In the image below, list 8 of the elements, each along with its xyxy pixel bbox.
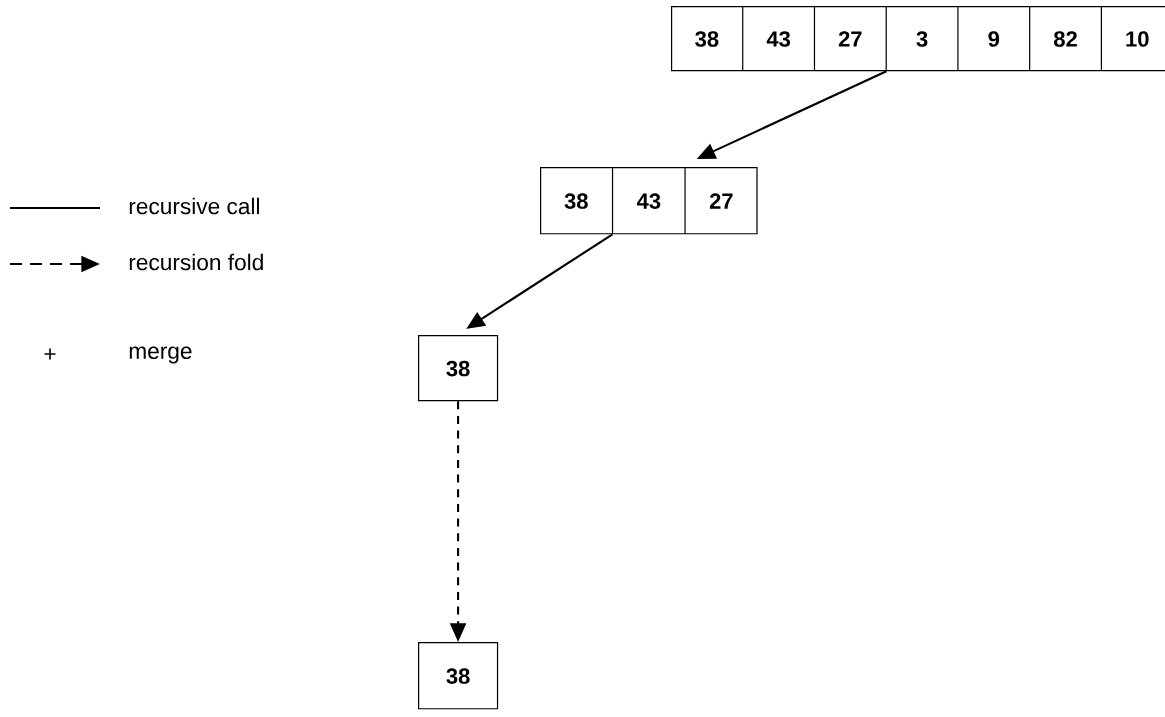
legend-text: recursive call xyxy=(129,197,259,215)
array-box: 38 43 27 xyxy=(540,167,758,235)
array-box: 38 xyxy=(418,642,499,710)
legend-text: merge xyxy=(129,346,192,364)
legend-text: recursion fold xyxy=(129,253,263,271)
legend-symbol: + xyxy=(44,348,56,360)
array-box: 38 43 27 3 9 82 10 xyxy=(671,6,1165,72)
array-box: 38 xyxy=(418,335,499,402)
